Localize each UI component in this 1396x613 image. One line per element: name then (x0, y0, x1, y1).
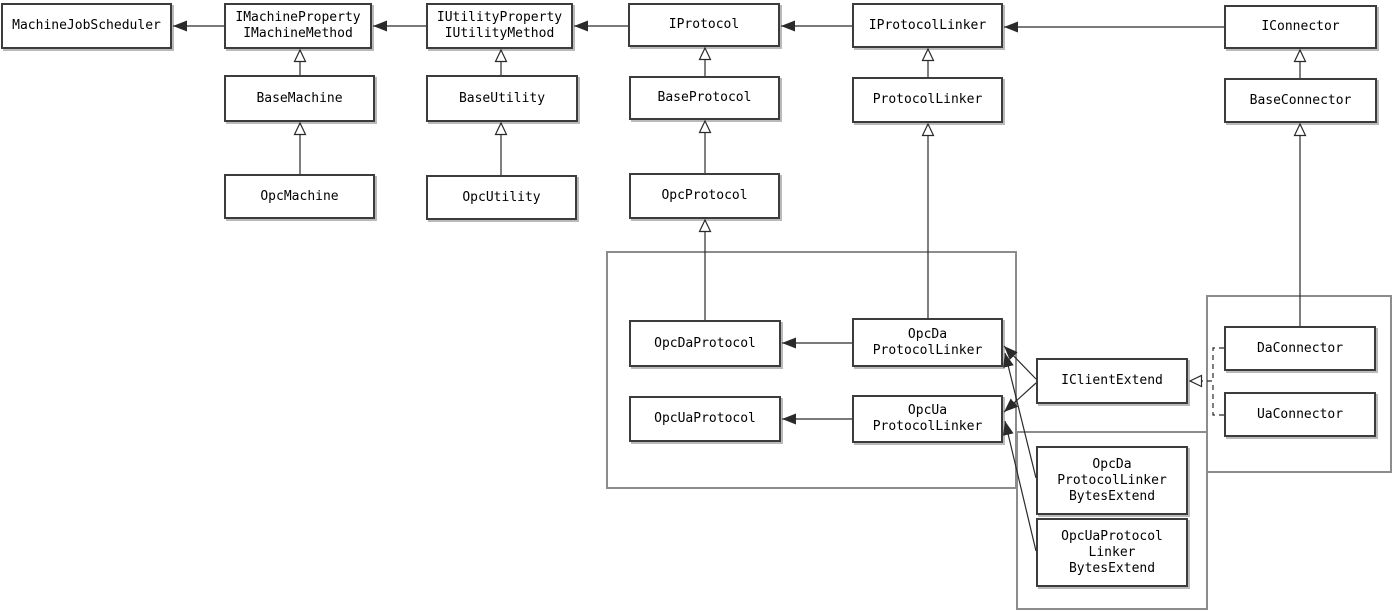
class-label: OpcMachine (260, 188, 339, 204)
class-label: BytesExtend (1068, 488, 1156, 504)
class-label: OpcDaProtocol (654, 335, 756, 351)
class-label: OpcUa (907, 403, 948, 418)
class-box-i-connector: IConnector (1224, 5, 1377, 49)
class-box-base-machine: BaseMachine (224, 75, 375, 122)
class-label: IProtocol (668, 17, 740, 32)
class-box-ua-connector: UaConnector (1224, 392, 1376, 437)
class-label: OpcProtocol (661, 188, 748, 203)
class-box-base-protocol: BaseProtocol (629, 76, 780, 120)
group-box-opc-protocol-group (606, 251, 1017, 489)
class-label: DaConnector (1256, 340, 1344, 356)
class-box-machine-job-scheduler: MachineJobScheduler (1, 3, 172, 49)
class-label: Linker (1088, 544, 1136, 560)
class-label: BaseUtility (458, 90, 546, 106)
class-label: ProtocolLinker (872, 92, 983, 107)
group-box-connector-group (1206, 295, 1392, 473)
class-label: OpcDa (907, 326, 948, 342)
class-label: IUtilityMethod (444, 26, 555, 41)
class-box-opc-utility: OpcUtility (426, 175, 577, 220)
class-box-opc-da-protocol: OpcDaProtocol (629, 320, 781, 367)
class-label: ProtocolLinker (872, 342, 983, 358)
class-label: BaseProtocol (657, 90, 752, 105)
class-box-base-connector: BaseConnector (1224, 78, 1377, 123)
class-label: OpcUaProtocol (1061, 528, 1163, 544)
class-label: IConnector (1261, 19, 1340, 34)
class-label: OpcUaProtocol (654, 411, 756, 426)
class-label: BytesExtend (1068, 560, 1156, 576)
class-box-i-client-extend: IClientExtend (1036, 358, 1188, 404)
class-box-opc-protocol: OpcProtocol (629, 173, 780, 219)
class-label: BaseMachine (256, 90, 343, 106)
class-box-base-utility: BaseUtility (426, 75, 578, 122)
class-label: OpcDa (1092, 456, 1132, 472)
class-label: BaseConnector (1249, 92, 1352, 108)
class-label: IProtocolLinker (868, 17, 987, 33)
class-box-protocol-linker: ProtocolLinker (852, 77, 1003, 123)
class-label: IClientExtend (1061, 373, 1163, 388)
class-box-da-connector: DaConnector (1224, 326, 1376, 371)
class-label: OpcUtility (462, 189, 541, 205)
class-label: UaConnector (1256, 406, 1344, 422)
class-label: ProtocolLinker (872, 419, 983, 434)
class-label: IMachineProperty (235, 10, 361, 25)
class-label: IUtilityProperty (436, 10, 563, 25)
class-box-i-protocol-linker: IProtocolLinker (852, 3, 1003, 48)
class-label: MachineJobScheduler (12, 18, 161, 33)
class-box-opc-machine: OpcMachine (224, 174, 375, 219)
class-box-opc-ua-protocol: OpcUaProtocol (629, 396, 781, 442)
class-label: IMachineMethod (243, 26, 353, 41)
class-label: ProtocolLinker (1057, 472, 1167, 488)
class-box-i-protocol: IProtocol (628, 3, 780, 47)
